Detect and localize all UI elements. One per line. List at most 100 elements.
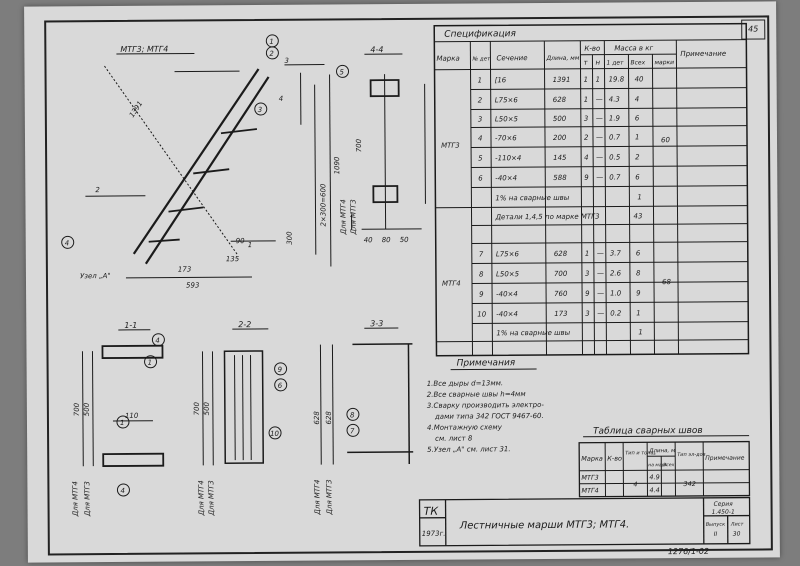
weld-title: Таблица сварных швов [593, 426, 703, 437]
label-text: 3 [585, 310, 590, 318]
view-44-title: 4-4 [370, 45, 383, 54]
label-text: 1 [584, 76, 589, 84]
callout-8: 8 [350, 411, 355, 419]
label-text: -40×4 [495, 174, 517, 182]
dim-628-33a: 628 [313, 411, 321, 425]
notes-title: Примечания [457, 358, 516, 368]
label-text: 6 [635, 173, 640, 181]
mtg4-total: 68 [662, 278, 672, 286]
hdr-mass-one: 1 дет [606, 59, 624, 66]
label-text: 2.Все сварные швы h=4мм [427, 390, 527, 399]
label-text: 500 [553, 115, 567, 123]
label-text: 8 [636, 269, 641, 277]
callout-circle [254, 102, 268, 116]
label-text: -110×4 [495, 154, 521, 162]
label-text: Марка [581, 455, 603, 463]
label-text: 4 [584, 154, 589, 162]
dim-2300: 2×300=600 [319, 183, 327, 227]
mtg3-total: 60 [661, 136, 671, 144]
callout-circle [268, 426, 282, 440]
callout-circle [144, 355, 158, 369]
tb-issue-val: II [714, 531, 718, 538]
label-text: 3 [585, 270, 590, 278]
label-text: — [597, 270, 604, 278]
label-text: 2 [584, 134, 589, 142]
label-text: 1391 [553, 76, 571, 84]
callout-9: 9 [278, 366, 283, 374]
tb-series-val: 1.450-1 [712, 509, 735, 516]
label-text: — [596, 96, 603, 104]
callout-4b: 4 [155, 337, 160, 345]
callout-5: 5 [340, 68, 345, 76]
label-text: 3 [584, 115, 589, 123]
label-text: 1.0 [610, 289, 622, 297]
dim-173: 173 [178, 265, 191, 273]
dim-500-11: 500 [83, 402, 91, 416]
label-text: см. лист 8 [435, 435, 473, 443]
label-text: 1 [584, 96, 589, 104]
view-33-title: 3-3 [370, 319, 383, 328]
mtg4-weld: 1% на сварные швы [496, 329, 570, 338]
label-text: — [597, 290, 604, 298]
tb-org: ТК [424, 505, 440, 518]
tb-sheet-label: Лист [730, 522, 745, 528]
hdr-mass: Масса в кг [614, 44, 653, 52]
hdr-qty-t: т [583, 59, 588, 67]
label-text: L50×5 [495, 115, 519, 123]
label-text: Тип эл-дов [677, 452, 705, 458]
spec-title: Спецификация [444, 29, 516, 40]
label-text: 1 [636, 309, 641, 317]
drawing-sheet: 45 [24, 1, 780, 563]
main-view-title: МТГ3; МТГ4 [120, 45, 168, 54]
callout-4c: 4 [120, 487, 125, 495]
label-text: 628 [554, 250, 568, 258]
label-text: 5.Узел „А" см. лист 31. [427, 445, 510, 454]
label-text: 6 [636, 249, 641, 257]
callout-2: 2 [269, 50, 274, 58]
callout-7: 7 [350, 427, 355, 435]
section-mark-3: 3 [284, 57, 289, 65]
dim-90: 90 [236, 237, 246, 245]
callout-circle [116, 415, 130, 429]
label-text: L75×6 [496, 250, 520, 258]
label-text: 4.9 [649, 473, 659, 481]
dim-135: 135 [226, 255, 240, 263]
label-text: — [596, 154, 603, 162]
label-text: МТГ3 [581, 474, 598, 482]
label-text: — [597, 310, 604, 318]
drawing-number: 1276/1-02 [668, 547, 709, 556]
mtg4-mark: МТГ4 [442, 280, 461, 288]
dim-500-22: 500 [203, 401, 211, 415]
label-text: — [596, 134, 603, 142]
callout-circle [116, 483, 130, 497]
hdr-section: Сечение [496, 54, 527, 62]
label-text: 0.2 [610, 309, 622, 317]
label-text: 9 [585, 290, 590, 298]
label-text: 588 [553, 174, 567, 182]
label-text: 4.3 [609, 95, 620, 103]
node-label: Узел „А" [80, 272, 111, 280]
spec-table: Спецификация Марка № дет Сечение Длина, … [418, 22, 751, 556]
section-mark-4: 4 [279, 95, 284, 103]
callout-1c: 1 [120, 419, 125, 427]
label-text: 4 [633, 480, 637, 488]
callout-circle [265, 46, 279, 60]
section-mark-2: 2 [95, 186, 100, 194]
label-text: 9 [584, 174, 589, 182]
callout-10: 10 [270, 430, 280, 438]
label-text: 1 [596, 76, 601, 84]
label-text: 19.8 [609, 75, 625, 83]
label-text: L50×5 [496, 270, 520, 278]
tb-year: 1973г. [422, 530, 446, 538]
tb-title: Лестничные марши МТГ3; МТГ4. [459, 519, 630, 531]
label-text: 200 [553, 134, 567, 142]
callout-4: 4 [65, 239, 70, 247]
label-text: 4.4 [649, 486, 659, 494]
hdr-num: № дет [471, 56, 491, 62]
callout-circle [274, 362, 288, 376]
label-text: 760 [554, 290, 568, 298]
label-text: -70×6 [495, 134, 517, 142]
mtg4-weld-val: 1 [638, 328, 643, 336]
tb-series-label: Серия [714, 501, 734, 508]
callout-circle [151, 333, 165, 347]
